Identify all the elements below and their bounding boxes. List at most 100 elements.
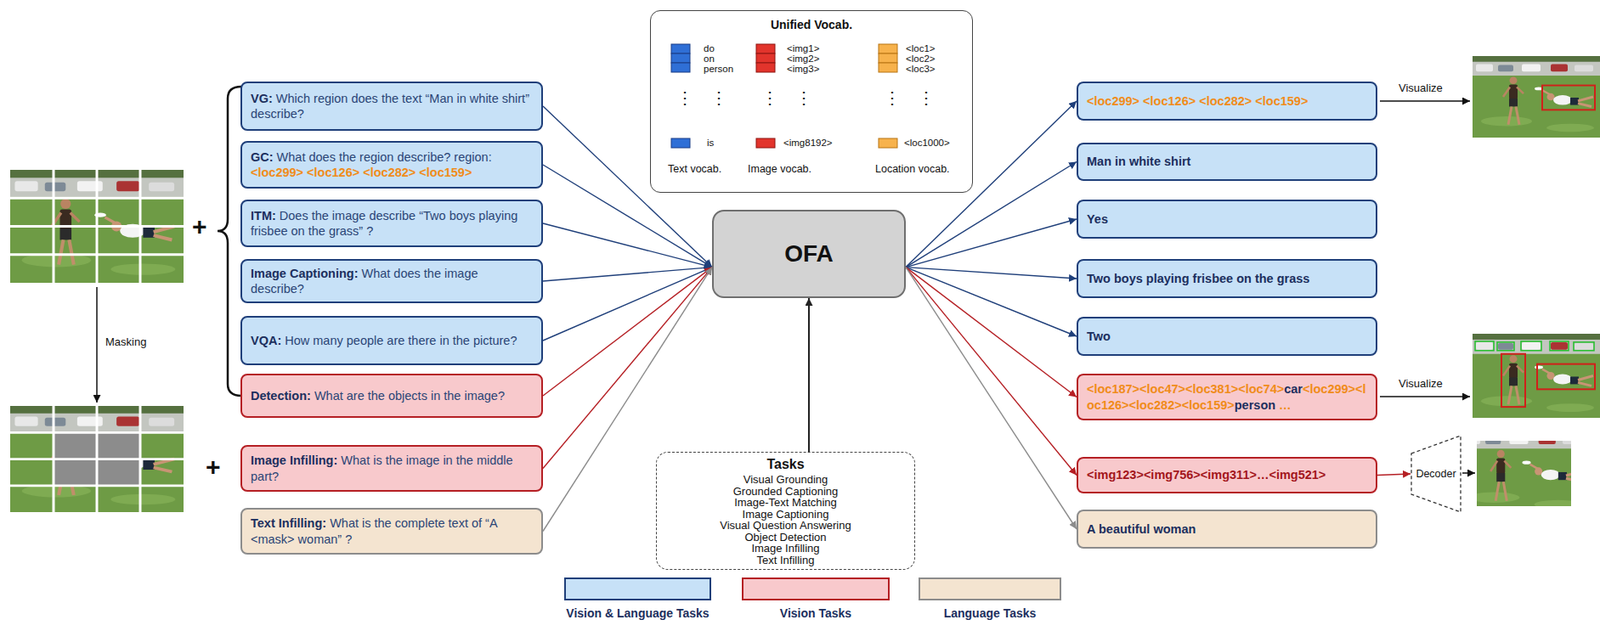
detection-result-image-part-part bbox=[1520, 341, 1542, 351]
grounding-result-image-part bbox=[1472, 56, 1600, 138]
label: Visualize bbox=[1398, 82, 1443, 95]
label: ⋮ bbox=[676, 88, 694, 108]
node-text: Which region does the text “Man in white… bbox=[250, 91, 530, 121]
output-box: Yes bbox=[1076, 199, 1378, 239]
node-text: <img123><img756><img311>…<img521> bbox=[1086, 468, 1326, 482]
connector bbox=[905, 267, 1077, 476]
label: <img8192> bbox=[783, 137, 833, 149]
detection-result-image-part-part bbox=[1475, 341, 1494, 351]
text-wrap: Image Infilling:What is the image in the… bbox=[250, 452, 533, 484]
node-text: Image Infilling bbox=[719, 542, 851, 555]
task-prefix: Image Infilling: bbox=[250, 453, 338, 468]
legend-text: Vision Tasks bbox=[780, 606, 852, 621]
detection-result-image-part-part bbox=[1537, 364, 1595, 391]
decoder-box: Decoder bbox=[1410, 435, 1462, 514]
connector bbox=[905, 219, 1077, 268]
node-text: … bbox=[1278, 398, 1292, 413]
detection-result-image-part-part bbox=[1549, 341, 1569, 351]
task-prefix: Detection: bbox=[250, 389, 311, 403]
text-wrap: Decoder bbox=[1415, 468, 1456, 481]
prompt-box: VG:Which region does the text “Man in wh… bbox=[240, 81, 543, 131]
connector bbox=[905, 162, 1077, 268]
masked-image-grid-part-part bbox=[10, 457, 184, 461]
node-text: What are the objects in the image? bbox=[314, 389, 505, 403]
label: ⋮ bbox=[710, 88, 728, 108]
node-text: What does the region describe? region: bbox=[277, 150, 492, 164]
decorations-part-part bbox=[756, 62, 775, 73]
decorations-part-part bbox=[671, 44, 690, 54]
connector bbox=[542, 267, 713, 282]
node-text: Two boys playing frisbee on the grass bbox=[1086, 271, 1310, 286]
connector bbox=[542, 267, 713, 470]
prompt-box: GC:What does the region describe? region… bbox=[240, 141, 543, 189]
legend-swatch bbox=[564, 577, 712, 601]
text-wrap: TasksVisual GroundingGrounded Captioning… bbox=[719, 456, 851, 566]
label: <img3> bbox=[786, 63, 820, 75]
output-box: A beautiful woman bbox=[1076, 509, 1378, 549]
task-prefix: ITM: bbox=[250, 209, 277, 223]
label: Location vocab. bbox=[875, 163, 950, 176]
decorations-part-part bbox=[756, 138, 775, 148]
text-wrap: VG:Which region does the text “Man in wh… bbox=[250, 90, 533, 122]
task-prefix: VQA: bbox=[250, 333, 282, 348]
node-text: Image Captioning bbox=[719, 508, 851, 521]
legend-text: Language Tasks bbox=[944, 606, 1037, 621]
label: do bbox=[703, 43, 715, 55]
node-text: Two bbox=[1086, 329, 1111, 344]
grounding-result-image bbox=[1472, 56, 1600, 138]
input-image-grid bbox=[10, 169, 184, 283]
decorations-part-part bbox=[756, 44, 775, 54]
label: <img1> bbox=[786, 43, 820, 55]
input-image-grid-part bbox=[10, 169, 184, 283]
label: <loc1> bbox=[905, 43, 936, 55]
detection-result-image-part-part bbox=[1497, 342, 1515, 351]
connector bbox=[808, 298, 810, 453]
node-text: car bbox=[1283, 382, 1303, 396]
text-wrap: A beautiful woman bbox=[1086, 521, 1196, 538]
decorations-part bbox=[671, 44, 898, 148]
node-text: Grounded Captioning bbox=[719, 486, 851, 498]
node-text: Image-Text Matching bbox=[719, 497, 851, 509]
connector bbox=[905, 267, 1077, 279]
node-text: Text Infilling bbox=[719, 554, 851, 567]
text-wrap: Unified Vocab. bbox=[770, 17, 853, 32]
prompt-box: Image Captioning:What does the image des… bbox=[240, 259, 543, 304]
node-text: Object Detection bbox=[719, 531, 851, 544]
detection-result-image-part-part bbox=[1573, 342, 1595, 351]
node-text: OFA bbox=[784, 240, 834, 267]
node-text: Visual Grounding bbox=[719, 474, 851, 487]
label: Visualize bbox=[1398, 378, 1443, 391]
label: + bbox=[205, 452, 221, 481]
decorations-part-part bbox=[671, 53, 690, 63]
text-wrap: Man in white shirt bbox=[1086, 153, 1191, 170]
infilled-image-part bbox=[1476, 440, 1572, 507]
text-wrap: <img123><img756><img311>…<img521> bbox=[1086, 467, 1326, 483]
task-prefix: Text Infilling: bbox=[250, 516, 327, 531]
decorations-part-part bbox=[756, 53, 775, 63]
node-text: Unified Vocab. bbox=[770, 17, 853, 32]
visualize-arrow bbox=[1379, 100, 1470, 102]
label: Text vocab. bbox=[667, 163, 722, 176]
node-text: Decoder bbox=[1415, 468, 1456, 481]
label: <loc2> bbox=[905, 53, 936, 65]
label: is bbox=[706, 137, 714, 149]
label: ⋮ bbox=[761, 88, 779, 108]
decorations-part-part bbox=[878, 62, 898, 73]
legend-text: Vision & Language Tasks bbox=[565, 606, 709, 621]
connector bbox=[905, 267, 1077, 530]
masked-image-grid bbox=[10, 406, 184, 513]
connector bbox=[542, 267, 713, 396]
decorations-part-part bbox=[878, 138, 898, 148]
text-wrap: ITM:Does the image describe “Two boys pl… bbox=[250, 208, 533, 239]
label: Masking bbox=[105, 336, 147, 349]
label: <loc1000> bbox=[904, 137, 950, 149]
node-text: Yes bbox=[1086, 212, 1109, 227]
text-wrap: VQA:How many people are there in the pic… bbox=[250, 333, 518, 349]
prompt-box: ITM:Does the image describe “Two boys pl… bbox=[240, 199, 543, 248]
decorations-part-part bbox=[878, 44, 898, 54]
text-wrap: <loc187><loc47><loc381><loc74>car<loc299… bbox=[1086, 381, 1368, 413]
visualize-arrow bbox=[1379, 395, 1470, 398]
detection-result-image bbox=[1472, 333, 1600, 419]
text-wrap: OFA bbox=[784, 240, 834, 268]
node-text: <loc299> <loc126> <loc282> <loc159> bbox=[1086, 94, 1308, 108]
